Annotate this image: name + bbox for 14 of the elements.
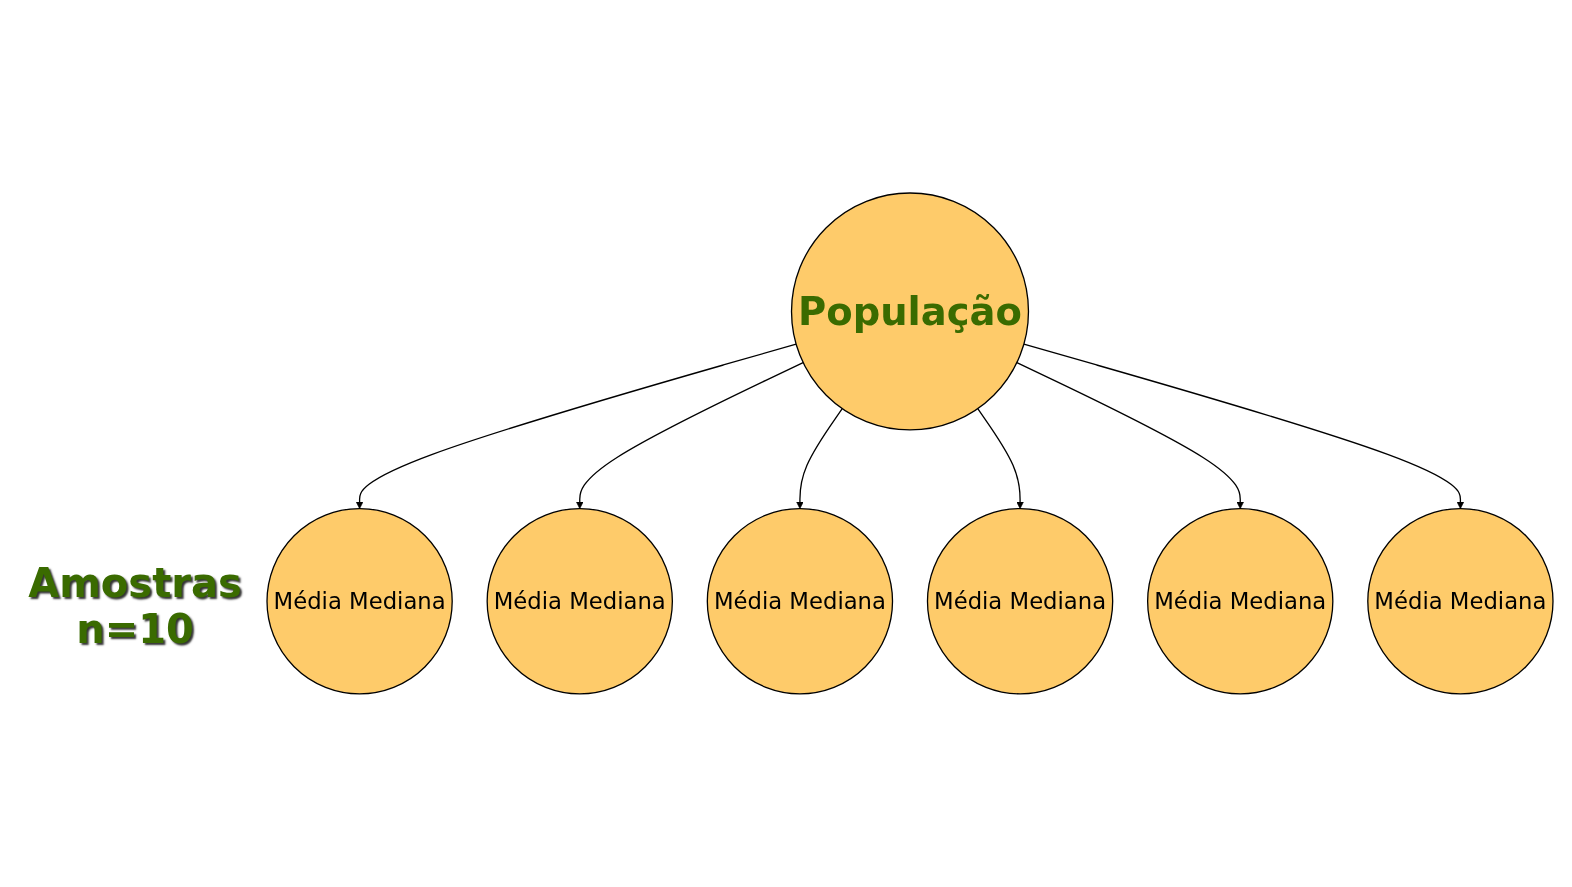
arrow (1016, 362, 1245, 510)
arrow (355, 343, 797, 510)
node-circle: Média Mediana (1147, 508, 1334, 695)
node-circle: Média Mediana (486, 508, 673, 695)
arrow (575, 362, 804, 510)
note-text: Amostras n=10 (27, 560, 243, 652)
node-circle: Média Mediana (1367, 508, 1554, 695)
arrow (796, 408, 843, 510)
node-circle: Média Mediana (926, 508, 1114, 695)
node-circle: População (790, 192, 1030, 431)
node-circle: Média Mediana (266, 508, 453, 695)
arrow (1023, 343, 1465, 510)
node-circle: Média Mediana (706, 508, 894, 695)
arrow (977, 408, 1024, 510)
